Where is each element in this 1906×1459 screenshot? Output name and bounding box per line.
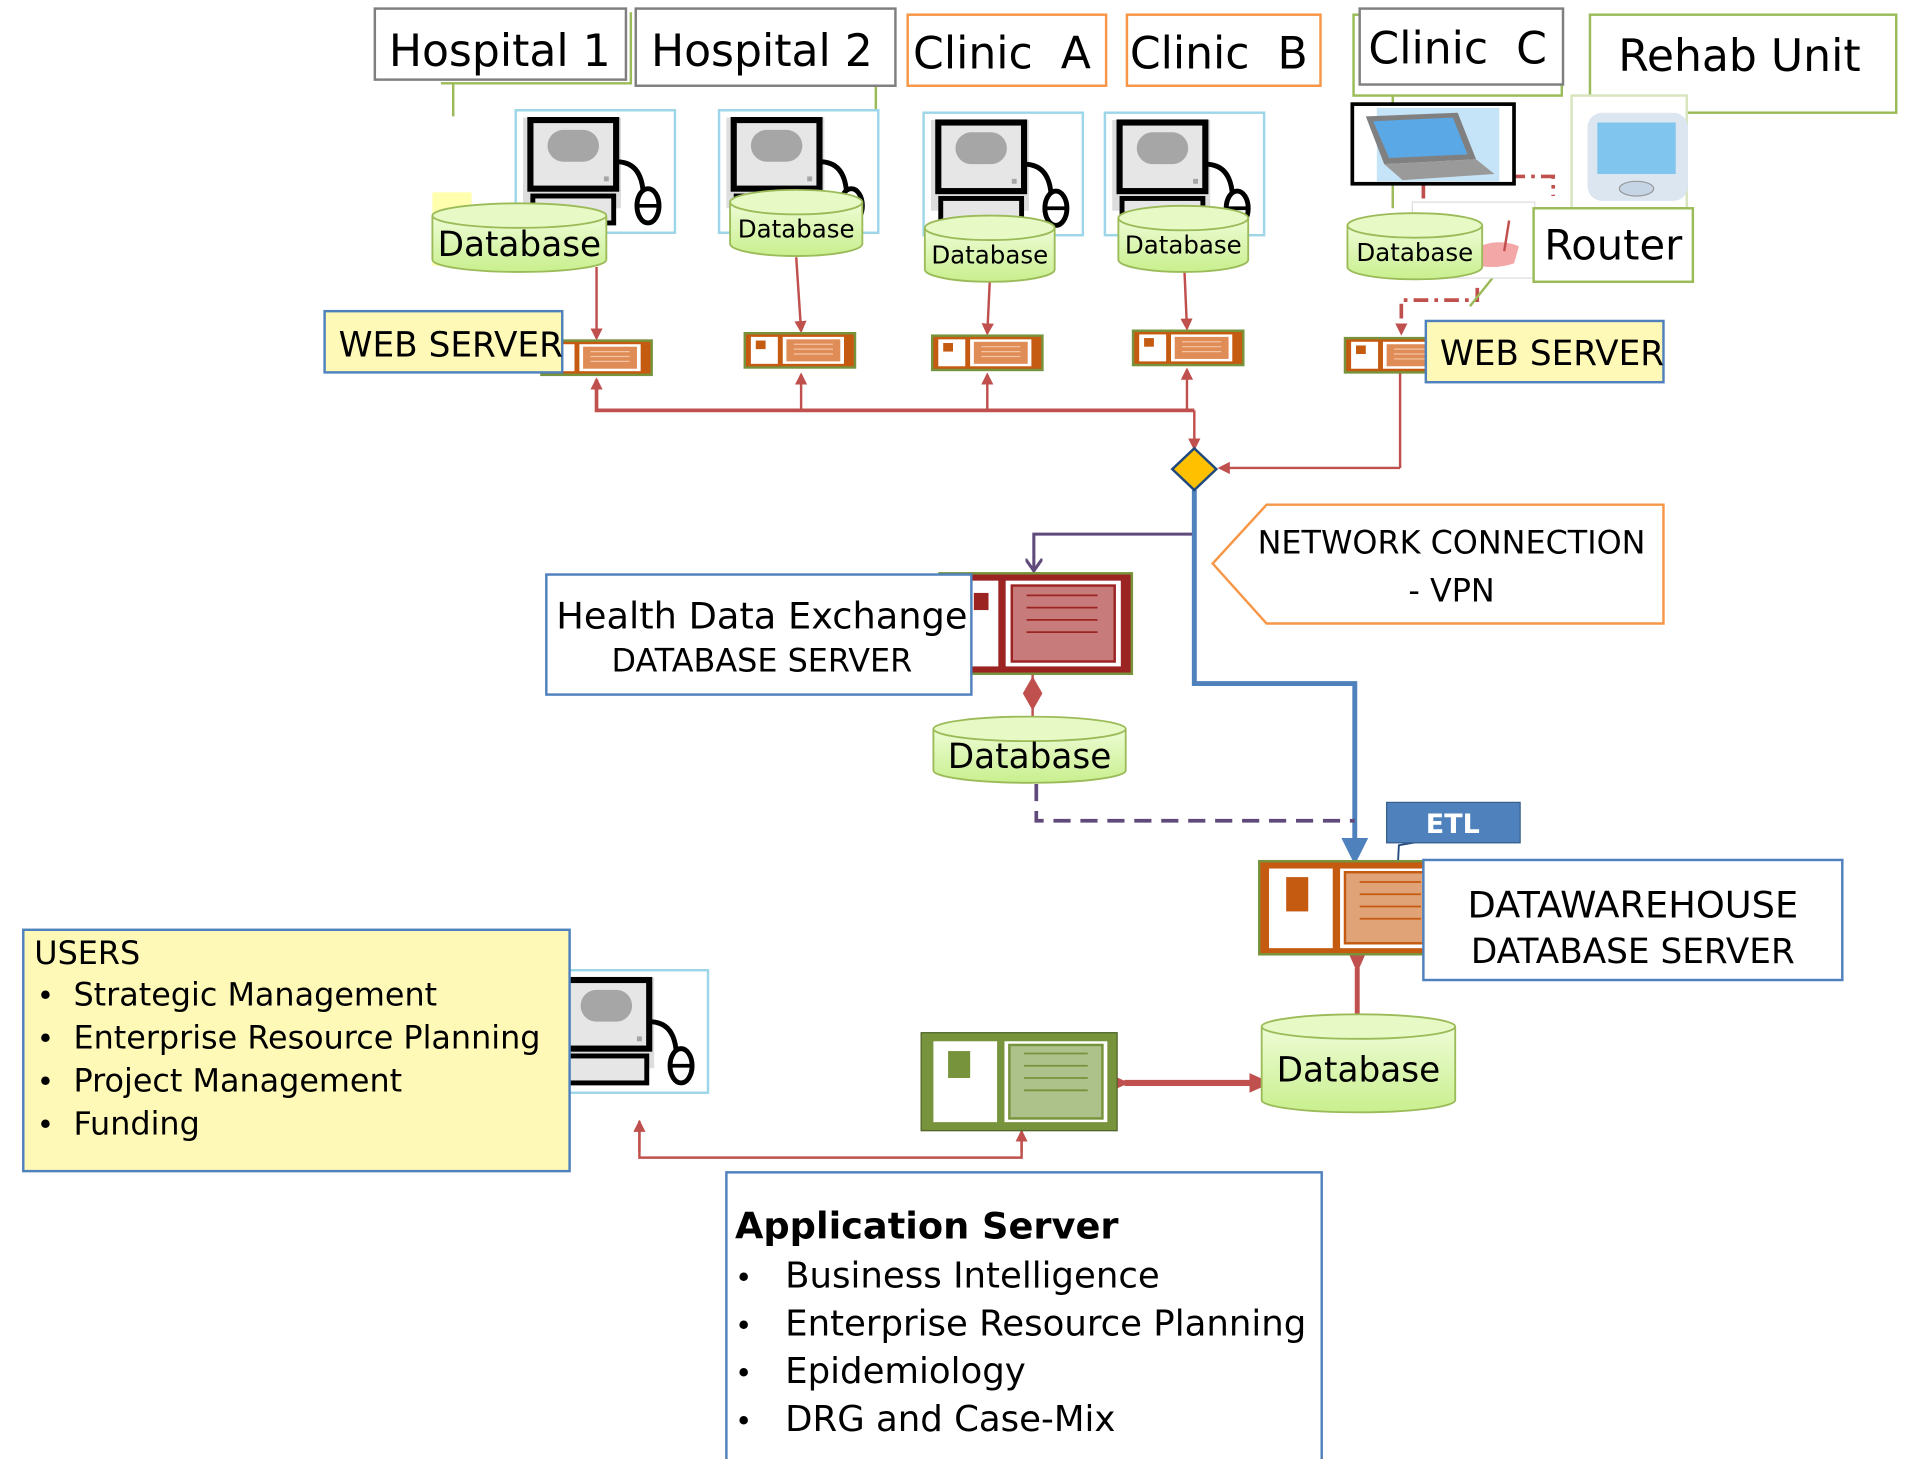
callout-line1: NETWORK CONNECTION	[1258, 524, 1646, 562]
database-label: Database	[1277, 1050, 1441, 1090]
users-bullet: •	[37, 979, 54, 1013]
laptop-icon	[1350, 102, 1516, 186]
site-label: Rehab Unit	[1618, 31, 1860, 82]
app-item: Epidemiology	[785, 1351, 1026, 1392]
callout-line2: - VPN	[1408, 571, 1494, 609]
app-item: Enterprise Resource Planning	[785, 1303, 1306, 1344]
users-bullet: •	[37, 1064, 54, 1098]
web-server-label-right: WEB SERVER	[1424, 319, 1665, 384]
web-server-icon[interactable]	[743, 331, 857, 369]
hde-subtitle: DATABASE SERVER	[612, 641, 913, 679]
site-label: Hospital 2	[651, 26, 873, 77]
app-bullet: •	[735, 1260, 752, 1294]
arrow-vpn-datawarehouse	[1191, 490, 1369, 865]
users-bullet: •	[37, 1022, 54, 1056]
database-label: Database	[1125, 231, 1242, 260]
database-hospital-1[interactable]: Database	[431, 202, 608, 273]
app-item: Business Intelligence	[785, 1255, 1160, 1296]
router-label-box: Router	[1532, 207, 1695, 283]
web-servers	[540, 329, 1457, 377]
web-server-label-left: WEB SERVER	[323, 309, 564, 374]
bus-line	[594, 379, 1195, 413]
site-label: Hospital 1	[389, 26, 611, 77]
site-clinic-a[interactable]: Clinic A	[906, 13, 1108, 87]
database-clinic-b[interactable]: Database	[1117, 204, 1250, 273]
database-label: Database	[738, 215, 855, 244]
network-hub-icon[interactable]	[1170, 446, 1219, 492]
users-item: Enterprise Resource Planning	[73, 1019, 540, 1057]
site-hospital-1[interactable]: Hospital 1	[373, 7, 628, 81]
users-item: Funding	[73, 1104, 199, 1142]
datawarehouse-label-box: DATAWAREHOUSE DATABASE SERVER	[1422, 858, 1844, 982]
site-clinic-c[interactable]: Clinic C	[1352, 7, 1565, 97]
web-server-icon[interactable]	[930, 334, 1044, 372]
users-desktop-icon	[549, 970, 708, 1093]
site-hospital-2[interactable]: Hospital 2	[634, 7, 897, 87]
web-server-label: WEB SERVER	[1440, 334, 1664, 374]
arrow-db-web-clinic-a	[981, 281, 994, 336]
web-server-label: WEB SERVER	[339, 325, 563, 365]
dashed-link-hde-db-dw	[1034, 784, 1355, 823]
users-item: Strategic Management	[73, 976, 437, 1014]
web-server-icon[interactable]	[1131, 329, 1245, 367]
etl-label-box: ETL	[1386, 801, 1521, 844]
users-title: USERS	[34, 934, 140, 972]
database-datawarehouse[interactable]: Database	[1260, 1013, 1457, 1114]
site-label: Clinic B	[1130, 29, 1308, 80]
database-hospital-2[interactable]: Database	[729, 188, 864, 257]
network-connection-callout: NETWORK CONNECTION - VPN	[1211, 503, 1665, 625]
datawarehouse-subtitle: DATABASE SERVER	[1471, 932, 1795, 972]
database-clinic-a[interactable]: Database	[923, 214, 1056, 283]
arrow-hub-hde	[1034, 490, 1196, 571]
app-server-box: Application Server • Business Intelligenc…	[725, 1171, 1323, 1459]
app-bullet: •	[735, 1404, 752, 1438]
arrow-db-web-clinic-b	[1180, 271, 1193, 331]
arrow-db-web-hospital2	[794, 257, 807, 334]
etl-label: ETL	[1426, 809, 1480, 840]
datawarehouse-title: DATAWAREHOUSE	[1467, 884, 1798, 927]
database-hde[interactable]: Database	[932, 715, 1127, 784]
database-label: Database	[931, 240, 1048, 269]
pda-icon	[1570, 94, 1688, 210]
app-item: DRG and Case-Mix	[785, 1399, 1115, 1440]
app-server-title: Application Server	[735, 1204, 1119, 1247]
users-bullet: •	[37, 1107, 54, 1141]
hde-label-box: Health Data Exchange DATABASE SERVER	[545, 573, 973, 696]
database-clinic-c[interactable]: Database	[1346, 212, 1484, 281]
database-label: Database	[948, 737, 1112, 777]
database-label: Database	[438, 225, 602, 265]
router-label: Router	[1544, 221, 1683, 270]
users-box: USERS • Strategic Management • Enterprise R…	[22, 928, 571, 1173]
application-server-icon[interactable]	[920, 1032, 1118, 1132]
site-label: Clinic C	[1368, 24, 1546, 75]
site-label: Clinic A	[913, 29, 1091, 80]
hde-title: Health Data Exchange	[556, 594, 967, 637]
app-bullet: •	[735, 1356, 752, 1390]
site-clinic-b[interactable]: Clinic B	[1125, 13, 1322, 87]
database-label: Database	[1356, 238, 1473, 267]
users-item: Project Management	[73, 1061, 402, 1099]
app-bullet: •	[735, 1308, 752, 1342]
